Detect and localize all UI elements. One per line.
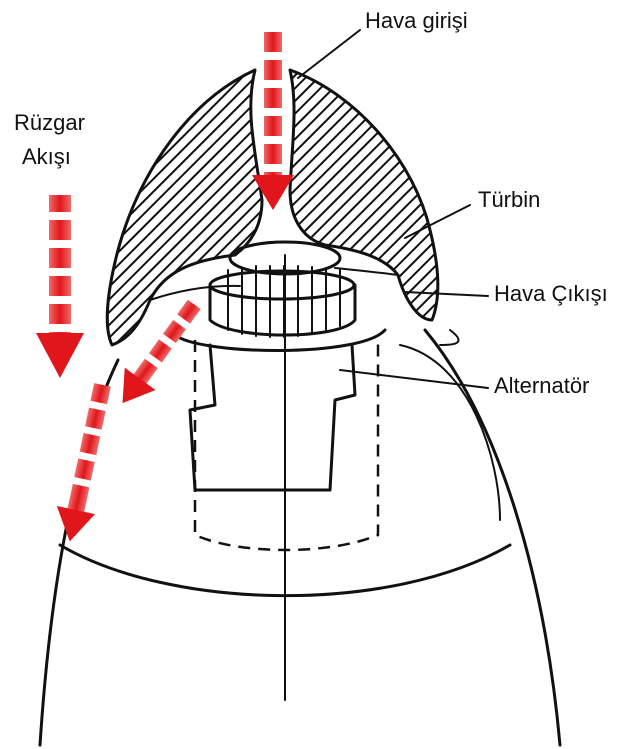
label-air-outlet: Hava Çıkışı bbox=[494, 281, 608, 306]
leader-air-inlet bbox=[298, 30, 360, 78]
body-flow-arrow bbox=[50, 381, 121, 546]
wind-flow-arrow bbox=[36, 195, 84, 378]
cowl-left-section bbox=[107, 70, 262, 345]
leader-alternator bbox=[340, 370, 488, 388]
label-air-inlet: Hava girişi bbox=[365, 8, 468, 33]
label-wind-flow-line2: Akışı bbox=[22, 144, 71, 169]
label-wind-flow-line1: Rüzgar bbox=[14, 110, 85, 135]
air-inlet-arrow bbox=[252, 32, 294, 210]
housing-body bbox=[40, 330, 560, 745]
label-turbine: Türbin bbox=[478, 187, 540, 212]
turbine-wheel bbox=[210, 242, 355, 337]
label-alternator: Alternatör bbox=[494, 373, 589, 398]
